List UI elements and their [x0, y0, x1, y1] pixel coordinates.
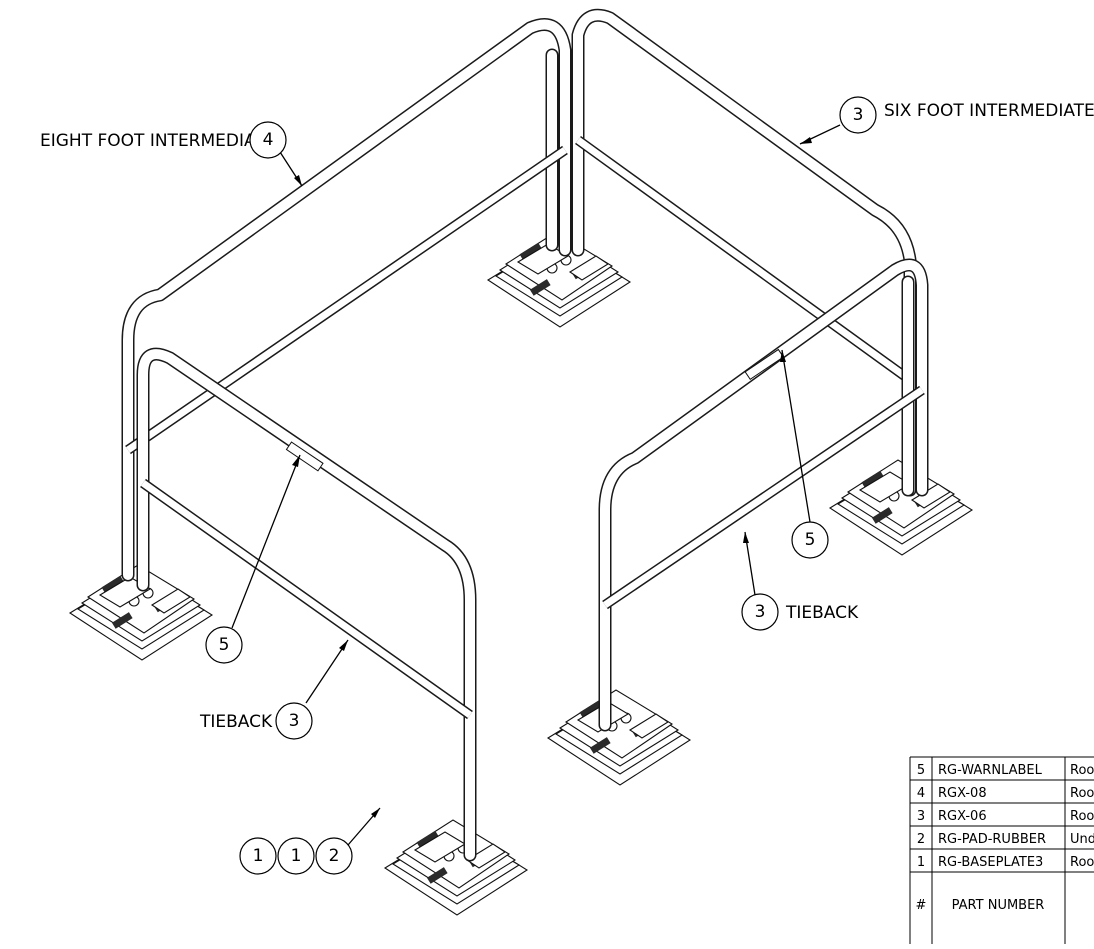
balloon-warn-left: 5: [205, 626, 243, 664]
balloon-six-foot: 3: [839, 96, 877, 134]
bom-row-part: RG-PAD-RUBBER: [938, 832, 1046, 847]
bom-row: 3 RGX-06 Roo: [917, 809, 1094, 824]
bom-header-number: #: [916, 898, 927, 913]
balloon-base-a: 1: [239, 837, 277, 875]
bom-row-number: 3: [917, 809, 925, 824]
balloon-base-b: 1: [277, 837, 315, 875]
balloon-eight-foot: 4: [249, 121, 287, 159]
balloon-tieback-right: 3: [741, 593, 779, 631]
balloon-warn-left-number: 5: [219, 635, 230, 655]
leader-lines: [231, 124, 841, 846]
bom-header: # PART NUMBER: [916, 898, 1045, 913]
bom-row-part: RGX-08: [938, 786, 987, 801]
bom-header-part: PART NUMBER: [952, 898, 1045, 913]
balloon-warn-right-number: 5: [805, 530, 816, 550]
balloon-tieback-right-number: 3: [755, 602, 766, 622]
bom-row-number: 4: [917, 786, 925, 801]
balloon-base-c: 2: [315, 837, 353, 875]
bom-row-number: 1: [917, 855, 925, 870]
balloon-base-a-number: 1: [253, 846, 264, 866]
rail-six-foot: [571, 8, 917, 497]
baseplate-front: [384, 819, 528, 916]
bom-row-description: Roo: [1070, 763, 1094, 778]
rail-eight-foot: [121, 18, 572, 582]
label-tieback-right: TIEBACK: [785, 603, 859, 623]
bom-row-part: RG-WARNLABEL: [938, 763, 1043, 778]
balloon-base-b-number: 1: [291, 846, 302, 866]
bom-row: 2 RG-PAD-RUBBER Und: [917, 832, 1094, 847]
bom-row-part: RG-BASEPLATE3: [938, 855, 1043, 870]
baseplate-right: [829, 459, 973, 556]
bom-row-description: Und: [1070, 832, 1094, 847]
bom-row: 5 RG-WARNLABEL Roo: [917, 763, 1094, 778]
bom-row-description: Roo: [1070, 809, 1094, 824]
balloon-six-foot-number: 3: [853, 105, 864, 125]
rail-tieback-right: [598, 258, 929, 732]
bom-row: 4 RGX-08 Roo: [917, 786, 1094, 801]
balloon-eight-foot-number: 4: [263, 130, 274, 150]
balloon-tieback-left: 3: [275, 702, 313, 740]
label-six-foot: SIX FOOT INTERMEDIATE: [884, 101, 1094, 121]
rail-tieback-left: [136, 347, 477, 862]
bom-row-number: 2: [917, 832, 925, 847]
bom-row: 1 RG-BASEPLATE3 Roo: [917, 855, 1094, 870]
bom-table: 5 RG-WARNLABEL Roo 4 RGX-08 Roo 3 RGX-06…: [909, 756, 1094, 944]
baseplate-center: [547, 689, 691, 786]
label-eight-foot: EIGHT FOOT INTERMEDIATE: [40, 131, 275, 151]
label-tieback-left: TIEBACK: [199, 712, 273, 732]
balloon-base-c-number: 2: [329, 846, 340, 866]
bom-row-number: 5: [917, 763, 925, 778]
balloon-warn-right: 5: [791, 521, 829, 559]
bom-row-part: RGX-06: [938, 809, 987, 824]
balloon-tieback-left-number: 3: [289, 711, 300, 731]
bom-row-description: Roo: [1070, 786, 1094, 801]
bom-row-description: Roo: [1070, 855, 1094, 870]
